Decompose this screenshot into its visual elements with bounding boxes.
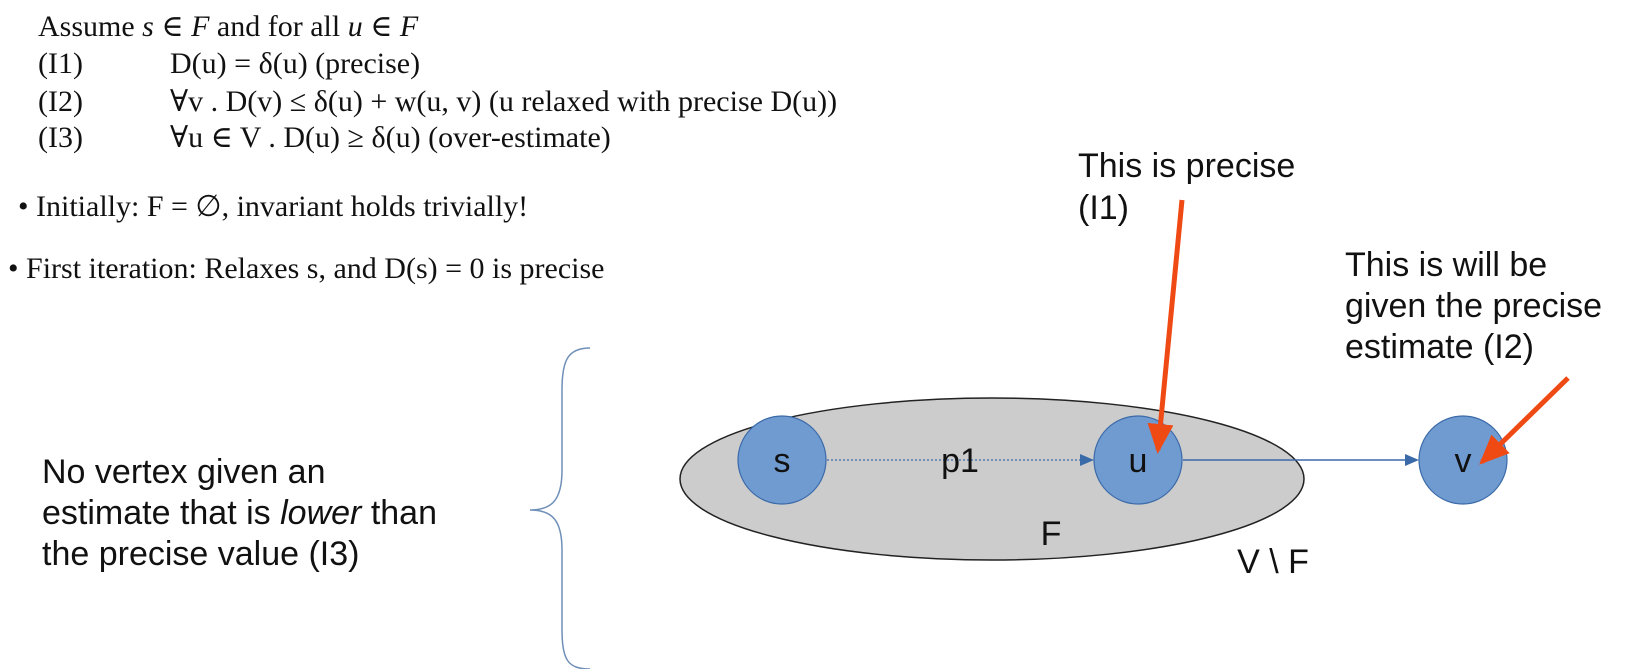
- invariant-i3: (I3) ∀u ∈ V . D(u) ≥ δ(u) (over-estimate…: [38, 119, 1038, 157]
- assumption-line: Assume s ∈ F and for all u ∈ F: [38, 8, 418, 46]
- assume-prefix: Assume: [38, 10, 135, 43]
- callout-precise-line2: (I1): [1078, 189, 1129, 227]
- callout-arrow-will-be-precise: [1479, 376, 1570, 465]
- brace-note-line1: No vertex given an: [42, 453, 326, 491]
- callout-arrow-precise: [1147, 199, 1185, 454]
- assume-in-1: ∈: [161, 10, 184, 43]
- node-s: [737, 415, 827, 505]
- node-u-label: u: [1129, 442, 1148, 480]
- assume-in-2: ∈: [370, 10, 393, 43]
- brace-note-emphasis: lower: [280, 494, 362, 532]
- invariant-label: (I3): [38, 121, 83, 154]
- brace-note-line3: the precise value (I3): [42, 535, 360, 573]
- brace-note: No vertex given an estimate that is lowe…: [42, 452, 437, 575]
- invariant-text: ∀v . D(v) ≤ δ(u) + w(u, v) (u relaxed wi…: [170, 85, 838, 118]
- brace-note-pre: estimate that is: [42, 494, 271, 532]
- set-F-label: F: [1041, 515, 1062, 553]
- invariant-i1: (I1) D(u) = δ(u) (precise): [38, 45, 1038, 83]
- bullet-text: First iteration: Relaxes s, and D(s) = 0…: [26, 252, 605, 285]
- curly-brace: [529, 347, 591, 669]
- assume-F-2: F: [399, 10, 419, 43]
- invariant-label: (I1): [38, 47, 83, 80]
- brace-note-line2: estimate that is lower than: [42, 493, 437, 534]
- assume-mid: and for all: [216, 10, 341, 43]
- invariant-i2: (I2) ∀v . D(v) ≤ δ(u) + w(u, v) (u relax…: [38, 83, 1038, 121]
- assume-u: u: [347, 10, 363, 43]
- callout-will-line3: estimate (I2): [1345, 328, 1534, 366]
- bullet-initially: • Initially: F = ∅, invariant holds triv…: [18, 188, 528, 226]
- brace-note-post: than: [370, 494, 437, 532]
- set-complement-label: V \ F: [1237, 543, 1309, 581]
- path-label-p1: p1: [941, 442, 979, 480]
- assume-F-1: F: [191, 10, 210, 43]
- callout-precise: This is precise (I1): [1078, 145, 1295, 229]
- bullet-first-iteration: • First iteration: Relaxes s, and D(s) =…: [8, 250, 604, 288]
- invariant-text: ∀u ∈ V . D(u) ≥ δ(u) (over-estimate): [170, 121, 611, 154]
- callout-will-line1: This is will be: [1345, 246, 1548, 284]
- node-s-label: s: [774, 442, 791, 480]
- callout-precise-line1: This is precise: [1078, 147, 1296, 185]
- bullet-dot: •: [8, 252, 19, 285]
- bullet-text: Initially: F = ∅, invariant holds trivia…: [36, 190, 529, 223]
- node-v-label: v: [1455, 442, 1472, 480]
- assume-s: s: [142, 10, 154, 43]
- bullet-dot: •: [18, 190, 29, 223]
- invariant-label: (I2): [38, 85, 83, 118]
- callout-will-line2: given the precise: [1345, 287, 1603, 325]
- callout-will-be-precise: This is will be given the precise estima…: [1345, 245, 1602, 368]
- invariant-text: D(u) = δ(u) (precise): [170, 47, 421, 80]
